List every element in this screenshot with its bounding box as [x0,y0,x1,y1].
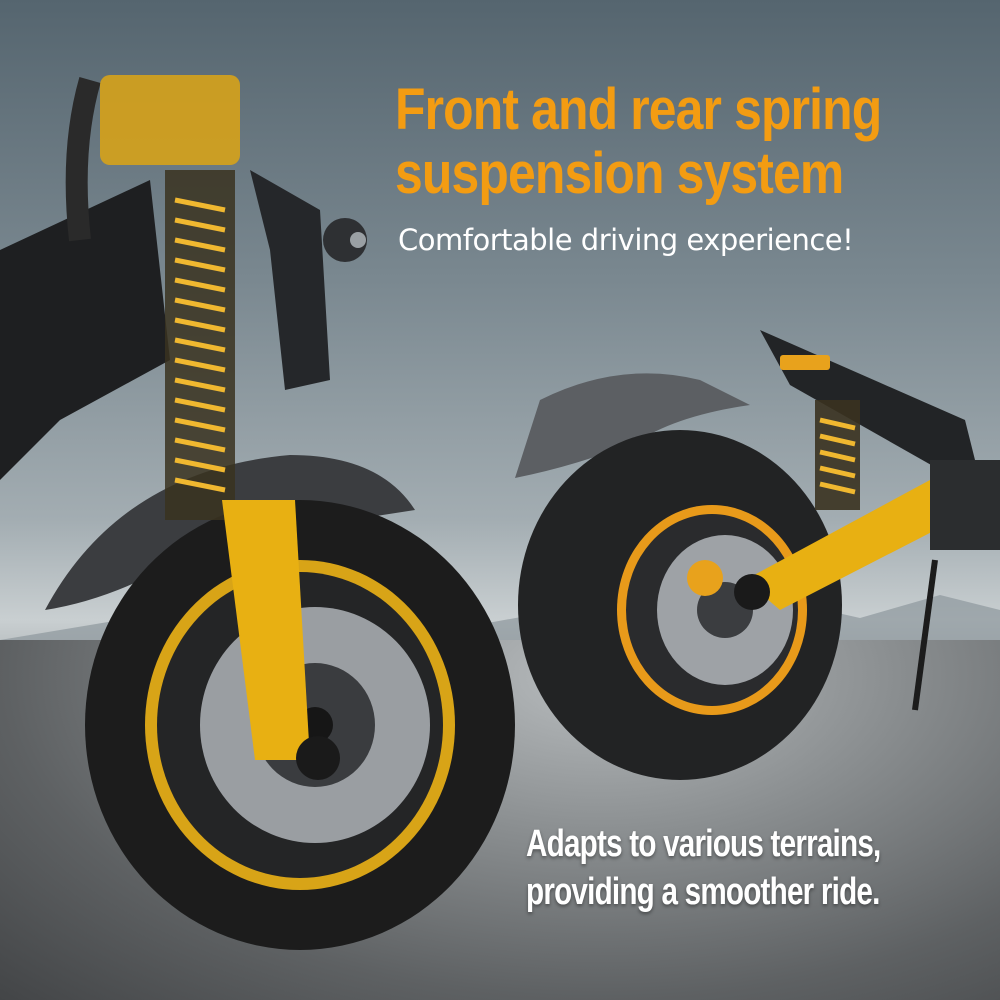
caption-line-2: providing a smoother ride. [526,871,880,913]
front-frame [0,76,367,480]
front-fork-suspension [100,75,340,780]
rear-swingarm-suspension [734,330,1000,711]
headline-line-1: Front and rear spring [395,77,882,142]
caption-line-1: Adapts to various terrains, [526,823,881,865]
subheadline: Comfortable driving experience! [398,223,854,257]
headline: Front and rear spring suspension system [395,78,894,206]
rear-fender [515,373,750,478]
headline-line-2: suspension system [395,141,844,206]
rear-wheel [518,430,842,780]
terrain-caption: Adapts to various terrains, providing a … [526,820,881,916]
